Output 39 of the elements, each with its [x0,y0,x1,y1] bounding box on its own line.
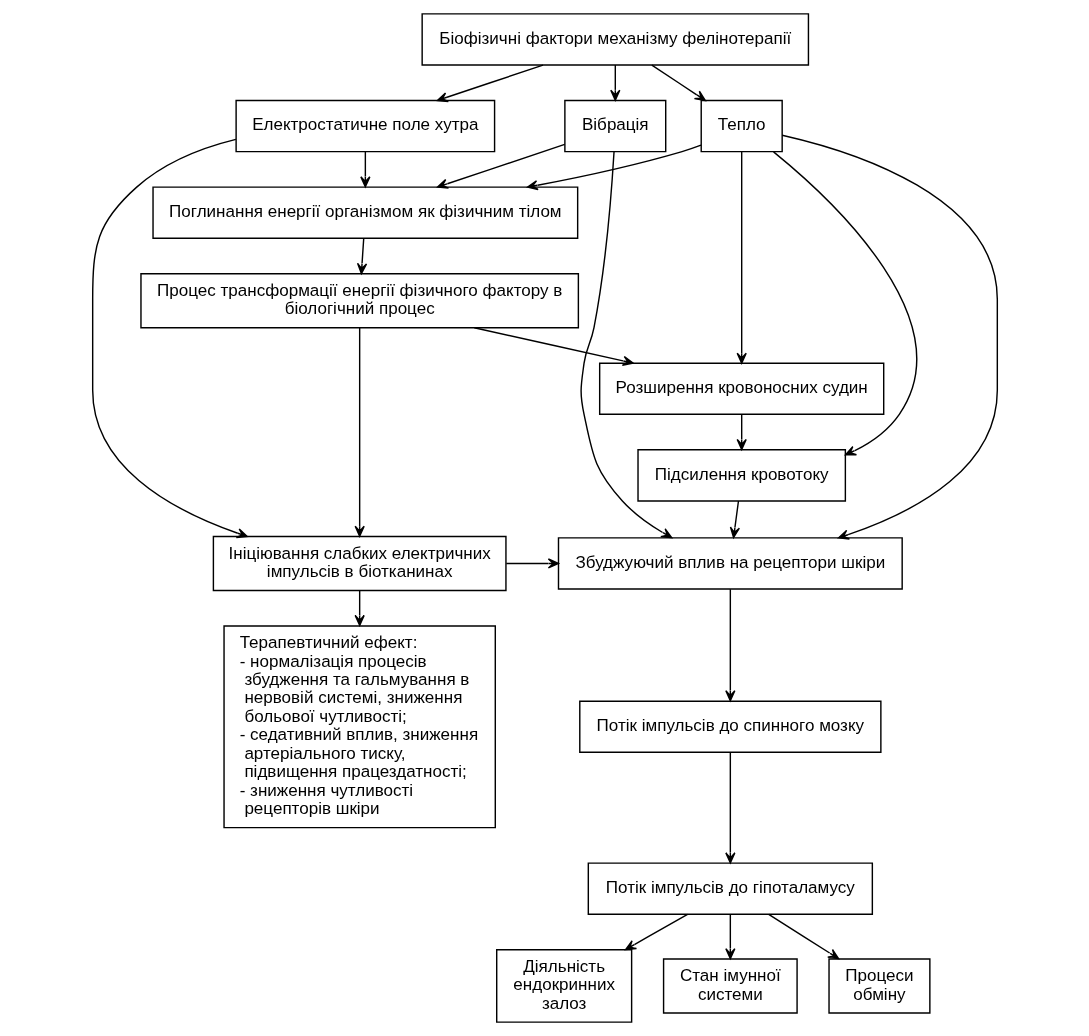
node-box: Вібрація [563,99,666,153]
node-box: Діяльність ендокринних залоз [495,949,632,1023]
arrow [436,64,544,103]
node-box: Потік імпульсів до спинного мозку [578,700,882,754]
node-box: Стан імунної системи [662,958,798,1014]
arrow [359,151,371,188]
arrow [624,913,688,951]
arrow [526,144,702,191]
arrow [729,500,740,539]
arrow [91,138,248,539]
node-box: Підсилення кровотоку [636,449,846,502]
arrow [354,327,365,537]
node-box: Потік імпульсів до гіпоталамусу [587,862,873,915]
arrow [724,913,735,960]
node-box: Розширення кровоносних судин [598,362,884,416]
arrow [650,64,706,102]
node-box: Процес трансформації енергії фізичного фактору в біологічний процес [139,273,579,329]
node-box: Тепло [700,99,783,153]
node-box: Збуджуючий вплив на рецептори шкіри [557,537,903,590]
node-box: Поглинання енергії організмом як фізичним тілом [151,186,578,239]
arrow [772,151,917,456]
arrow [579,151,672,539]
arrow [724,588,735,702]
node-box: Ініціювання слабких електричних імпульсів в біотканинах [212,535,507,592]
node-box: Терапевтичний ефект: - нормалізація процесів збудження та гальмування в нервовій системі, зниження больової чутливості; - седативний вплив, зниження артеріального тиску, підвищення працездатності; - зниження чутливості рецепторів шкіри [222,625,496,829]
arrow [354,589,365,627]
arrow [736,413,747,451]
node-box: Електростатичне поле хутра [234,99,495,153]
arrow [436,143,565,189]
node-box: Процеси обміну [827,958,931,1014]
arrow [724,751,735,864]
arrow [473,327,634,367]
arrow [781,134,998,540]
arrow [505,558,559,569]
arrow [609,64,620,101]
node-box: Біофізичні фактори механізму фелінотерапії [420,13,809,66]
arrow [736,151,747,364]
arrow [767,913,839,960]
arrow [356,237,367,275]
